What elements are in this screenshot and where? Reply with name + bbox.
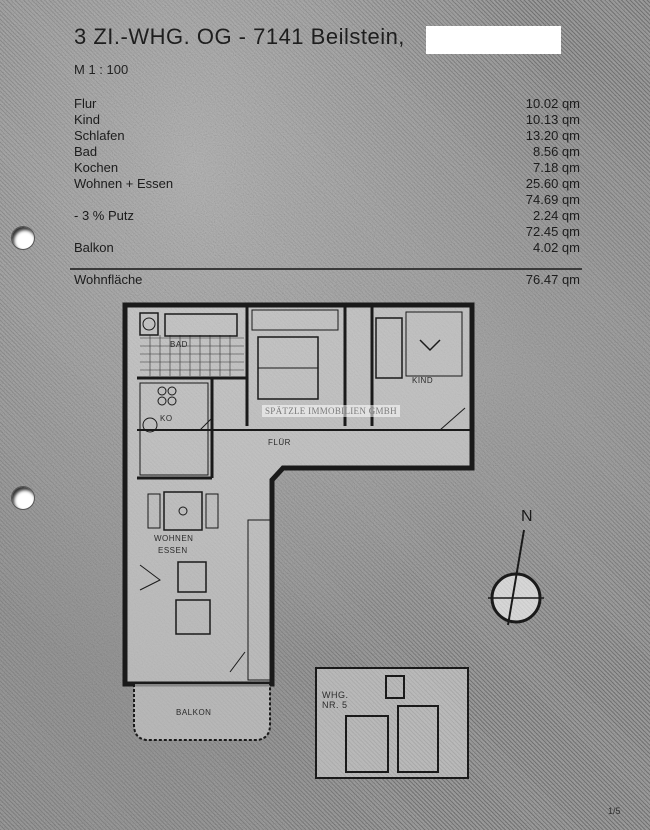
area-row: - 3 % Putz 2.24 qm	[74, 208, 580, 224]
area-row: Kind 10.13 qm	[74, 112, 580, 128]
area-row: Flur 10.02 qm	[74, 96, 580, 112]
area-label: Wohnen + Essen	[74, 176, 174, 191]
punch-hole	[12, 487, 34, 509]
area-row: Balkon 4.02 qm	[74, 240, 580, 256]
listing-title: 3 ZI.-WHG. OG - 7141 Beilstein,	[74, 24, 405, 49]
area-value: 13.20 qm	[525, 128, 580, 143]
room-label-wohnen: WOHNEN	[154, 534, 194, 543]
scale-label: M 1 : 100	[74, 62, 129, 77]
area-label: Balkon	[74, 240, 114, 255]
area-label: Kochen	[74, 160, 119, 175]
area-row: Bad 8.56 qm	[74, 144, 580, 160]
room-label-bad: BAD	[170, 340, 188, 349]
area-value: 4.02 qm	[533, 240, 580, 255]
area-value: 72.45 qm	[525, 224, 580, 239]
area-value: 74.69 qm	[525, 192, 580, 207]
total-line: Wohnfläche 76.47 qm	[74, 272, 580, 288]
area-label: Bad	[74, 144, 98, 159]
area-value: 10.13 qm	[525, 112, 580, 127]
area-label: Kind	[74, 112, 101, 127]
room-label-flur: FLÜR	[268, 438, 291, 447]
total-value: 76.47 qm	[525, 272, 580, 287]
north-label: N	[521, 508, 533, 525]
area-row: Kochen 7.18 qm	[74, 160, 580, 176]
area-row: Schlafen 13.20 qm	[74, 128, 580, 144]
total-label: Wohnfläche	[74, 272, 143, 287]
area-value: 2.24 qm	[533, 208, 580, 223]
redacted-address	[426, 26, 561, 54]
keyplan-label: WHG. NR. 5	[322, 690, 349, 710]
area-row: 74.69 qm	[74, 192, 580, 208]
room-label-kind: KIND	[412, 376, 434, 385]
room-label-essen: ESSEN	[158, 546, 188, 555]
area-value: 7.18 qm	[533, 160, 580, 175]
area-table: Flur 10.02 qm Kind 10.13 qm Schlafen 13.20 …	[74, 96, 580, 256]
area-row: Wohnen + Essen 25.60 qm	[74, 176, 580, 192]
page-number: 1/5	[608, 806, 621, 816]
area-row: 72.45 qm	[74, 224, 580, 240]
area-label: Flur	[74, 96, 97, 111]
punch-hole	[12, 227, 34, 249]
area-label: Schlafen	[74, 128, 125, 143]
area-value: 8.56 qm	[533, 144, 580, 159]
total-row: Wohnfläche 76.47 qm	[74, 272, 580, 288]
area-value: 10.02 qm	[525, 96, 580, 111]
watermark: SPÄTZLE IMMOBILIEN GMBH	[262, 405, 400, 417]
area-label: - 3 % Putz	[74, 208, 134, 223]
room-label-kochen: KO	[160, 414, 173, 423]
sum-rule	[70, 268, 582, 270]
area-value: 25.60 qm	[525, 176, 580, 191]
room-label-balkon: BALKON	[176, 708, 212, 717]
